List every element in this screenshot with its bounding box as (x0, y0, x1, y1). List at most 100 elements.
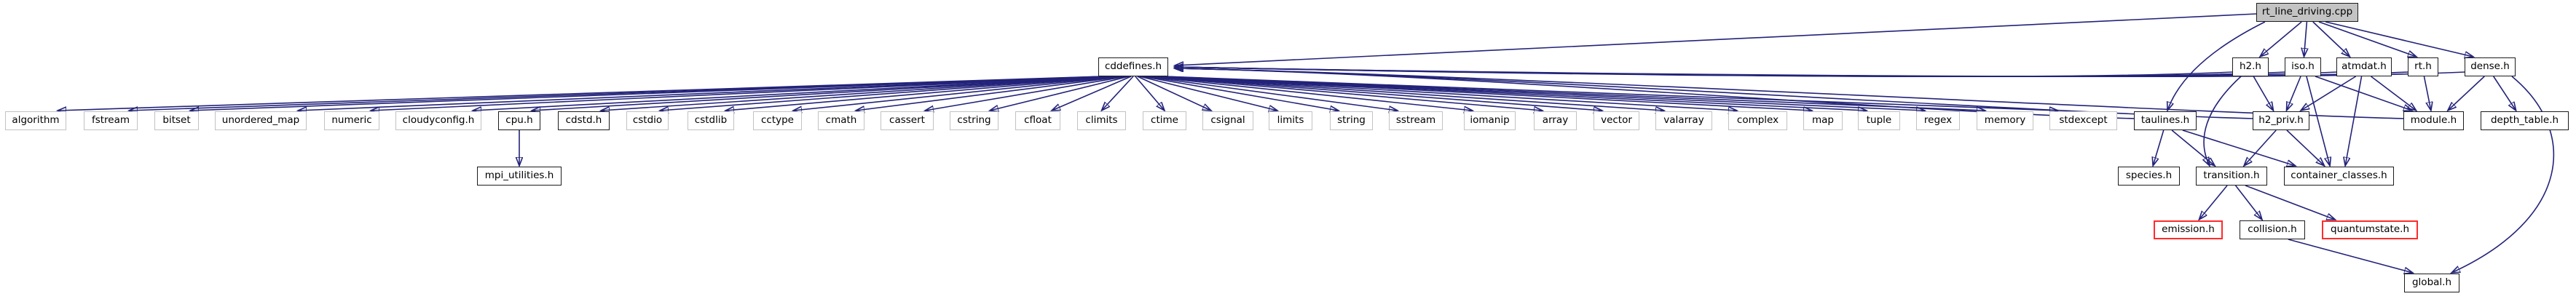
node-bitset: bitset (154, 111, 199, 130)
edge-cddefines-h-to-bitset (190, 76, 1106, 111)
edge-cddefines-h-to-cpu-h (532, 76, 1115, 111)
node-cctype: cctype (753, 111, 802, 130)
node-emission-h[interactable]: emission.h (2154, 220, 2223, 239)
edge-cddefines-h-to-iomanip (1146, 76, 1473, 111)
edge-cddefines-h-to-cassert (925, 76, 1127, 111)
edge-iso-h-to-container_classes-h (2306, 76, 2330, 166)
node-iomanip: iomanip (1464, 111, 1516, 130)
node-container-classes-h[interactable]: container_classes.h (2284, 167, 2394, 186)
edge-atmdat-h-to-module-h (2371, 76, 2417, 111)
node-collision-h[interactable]: collision.h (2240, 220, 2305, 239)
edge-cddefines-h-to-cstdio (660, 76, 1119, 111)
node-atmdat-h[interactable]: atmdat.h (2336, 57, 2392, 76)
node-fstream: fstream (84, 111, 138, 130)
edge-h2_priv-h-to-container_classes-h (2286, 129, 2325, 166)
edge-dense-h-to-cddefines-h (1175, 67, 2466, 77)
edge-dense-h-to-global-h (2451, 76, 2554, 273)
node-module-h[interactable]: module.h (2403, 111, 2464, 130)
node-cdstd-h[interactable]: cdstd.h (558, 111, 610, 130)
node-depth-table-h[interactable]: depth_table.h (2481, 111, 2569, 130)
node-cassert: cassert (881, 111, 934, 130)
node-regex: regex (1916, 111, 1960, 130)
edge-rt_line_driving-cpp-to-iso-h (2304, 21, 2307, 57)
node-h2-h[interactable]: h2.h (2232, 57, 2269, 76)
node-string: string (1330, 111, 1373, 130)
edge-cddefines-h-to-cstring (990, 76, 1130, 111)
edge-dense-h-to-depth_table-h (2493, 76, 2516, 111)
edge-collision-h-to-global-h (2288, 239, 2413, 273)
edge-atmdat-h-to-h2_priv-h (2301, 76, 2357, 111)
node-rt-line-driving-cpp: rt_line_driving.cpp (2256, 3, 2358, 22)
edge-cddefines-h-to-ctime (1135, 76, 1165, 111)
node-tuple: tuple (1858, 111, 1900, 130)
node-vector: vector (1594, 111, 1639, 130)
edge-transition-h-to-emission-h (2199, 185, 2228, 220)
edge-iso-h-to-h2_priv-h (2287, 76, 2301, 111)
node-ctime: ctime (1143, 111, 1186, 130)
node-valarray: valarray (1655, 111, 1712, 130)
node-rt-h[interactable]: rt.h (2408, 57, 2438, 76)
node-cstring: cstring (950, 111, 999, 130)
edge-rt_line_driving-cpp-to-dense-h (2325, 21, 2473, 57)
edge-cddefines-h-to-cctype (793, 76, 1123, 111)
node-numeric: numeric (324, 111, 379, 130)
node-cstdio: cstdio (626, 111, 669, 130)
edge-transition-h-to-collision-h (2234, 185, 2262, 220)
edge-cddefines-h-to-numeric (371, 76, 1111, 111)
node-memory: memory (1977, 111, 2033, 130)
edge-rt_line_driving-cpp-to-atmdat-h (2312, 21, 2350, 57)
node-cpu-h[interactable]: cpu.h (498, 111, 540, 130)
edge-atmdat-h-to-container_classes-h (2345, 76, 2363, 166)
edge-rt-h-to-module-h (2423, 76, 2430, 111)
node-cmath: cmath (818, 111, 864, 130)
node-taulines-h[interactable]: taulines.h (2134, 111, 2197, 130)
edge-cddefines-h-to-cloudyconfig-h (473, 76, 1113, 111)
edge-cddefines-h-to-cfloat (1052, 76, 1132, 111)
edge-rt_line_driving-cpp-to-h2-h (2260, 21, 2302, 57)
node-algorithm: algorithm (5, 111, 66, 130)
edge-cddefines-h-to-limits (1139, 76, 1277, 111)
edge-cddefines-h-to-cdstd-h (601, 76, 1117, 111)
edge-h2-h-to-h2_priv-h (2253, 76, 2273, 111)
edge-iso-h-to-module-h (2315, 76, 2412, 111)
edge-cddefines-h-to-unordered_map (298, 76, 1108, 111)
edge-rt_line_driving-cpp-to-rt-h (2318, 21, 2417, 57)
node-complex: complex (1728, 111, 1787, 130)
node-csignal: csignal (1202, 111, 1253, 130)
node-cloudyconfig-h: cloudyconfig.h (395, 111, 481, 130)
node-h2-priv-h[interactable]: h2_priv.h (2253, 111, 2309, 130)
node-unordered-map: unordered_map (215, 111, 307, 130)
edge-cddefines-h-to-valarray (1151, 76, 1664, 111)
node-transition-h[interactable]: transition.h (2196, 167, 2267, 186)
edge-cddefines-h-to-array (1148, 76, 1543, 111)
node-climits: climits (1077, 111, 1126, 130)
node-quantumstate-h[interactable]: quantumstate.h (2322, 220, 2418, 239)
node-map: map (1803, 111, 1843, 130)
edge-taulines-h-to-species-h (2153, 129, 2165, 166)
edge-cddefines-h-to-string (1141, 76, 1339, 111)
edge-transition-h-to-quantumstate-h (2245, 185, 2336, 220)
edge-cddefines-h-to-stdexcept (1164, 76, 2058, 111)
node-mpi-utilities-h[interactable]: mpi_utilities.h (477, 167, 562, 186)
node-species-h[interactable]: species.h (2118, 167, 2180, 186)
edge-cddefines-h-to-cstdlib (725, 76, 1121, 111)
edge-dense-h-to-module-h (2448, 76, 2485, 111)
node-iso-h[interactable]: iso.h (2285, 57, 2321, 76)
edge-taulines-h-to-container_classes-h (2182, 129, 2296, 166)
node-limits: limits (1269, 111, 1312, 130)
node-sstream: sstream (1389, 111, 1443, 130)
edge-cddefines-h-to-vector (1149, 76, 1602, 111)
edge-rt_line_driving-cpp-to-cddefines-h (1175, 13, 2258, 65)
edge-cddefines-h-to-csignal (1137, 76, 1211, 111)
node-array: array (1534, 111, 1577, 130)
edge-cddefines-h-to-cmath (856, 76, 1125, 111)
edge-h2-h-to-transition-h (2204, 76, 2242, 166)
edge-h2_priv-h-to-transition-h (2244, 129, 2277, 166)
node-cddefines-h[interactable]: cddefines.h (1098, 57, 1168, 76)
edge-cddefines-h-to-sstream (1143, 76, 1398, 111)
node-global-h[interactable]: global.h (2404, 274, 2459, 292)
node-cfloat: cfloat (1015, 111, 1060, 130)
node-dense-h[interactable]: dense.h (2465, 57, 2516, 76)
